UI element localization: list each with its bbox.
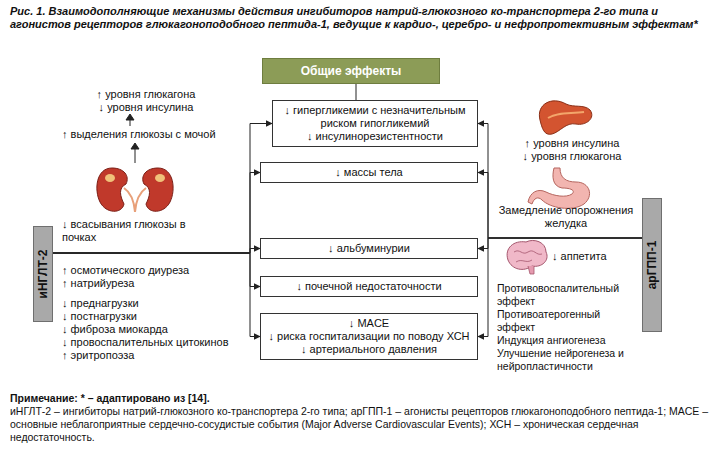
- effect-text: ↑ уровня инсулина: [512, 137, 632, 150]
- connector: [478, 238, 642, 337]
- node-text: иНГЛТ-2: [37, 250, 50, 299]
- effect-text: Противоатерогенный эффект: [497, 308, 637, 334]
- note-text: Примечание: * – адаптировано из [14].: [10, 392, 710, 405]
- connector: [478, 124, 642, 239]
- effect-text: Противовоспалительный эффект: [497, 282, 637, 308]
- effect-text: ↓ фиброза миокарда: [62, 323, 247, 336]
- connector: [53, 124, 272, 254]
- effect-box: ↓ альбуминурии: [260, 238, 478, 259]
- kidney-illustration: [97, 168, 173, 212]
- effect-text: ↓ уровня глюкагона: [512, 150, 632, 163]
- note-text: иНГЛТ-2 – ингибиторы натрий-глюкозного к…: [10, 405, 710, 444]
- connector: [478, 238, 642, 249]
- node-text: арГПП-1: [646, 241, 659, 290]
- node-text: ↓ риска госпитализации по поводу ХСН: [266, 330, 472, 343]
- effect-text: Улучшение нейрогенеза и нейропластичност…: [497, 347, 637, 373]
- effect-box: ↓ гипергликемии с незначительным риском …: [272, 100, 478, 147]
- header-box: Общие эффекты: [262, 58, 440, 84]
- node-text: ↓ массы тела: [266, 166, 472, 179]
- node-text: ↓ гипергликемии с незначительным риском …: [278, 104, 472, 130]
- figure-title: Рис. 1. Взаимодополняющие механизмы дейс…: [10, 5, 710, 31]
- effect-text: ↓ постнагрузки: [62, 310, 247, 323]
- node-text: ↓ артериального давления: [266, 343, 472, 356]
- brain-illustration: [507, 240, 547, 274]
- pancreas-illustration: [539, 101, 591, 134]
- effect-text: ↓ преднагрузки: [62, 297, 247, 310]
- effect-text: Замедление опорожнения желудка: [498, 204, 634, 230]
- drug-class-bar: иНГЛТ-2: [33, 226, 53, 322]
- node-text: ↓ инсулинорезистентности: [278, 130, 472, 143]
- node-text: Общие эффекты: [269, 63, 433, 79]
- effect-text: ↑ эритропоэза: [62, 349, 247, 362]
- effect-text: Индукция ангиогенеза: [497, 334, 637, 347]
- connector: [53, 173, 260, 254]
- effect-text: ↓ провоспалительных цитокинов: [62, 336, 247, 349]
- effect-box: ↓ MACE↓ риска госпитализации по поводу Х…: [260, 313, 478, 360]
- effect-text: ↑ уровня глюкагона: [86, 88, 206, 101]
- effect-text: ↓ всасывания глюкозы в почках: [62, 218, 202, 244]
- effect-text: ↓ аппетита: [552, 250, 632, 263]
- connector: [356, 84, 357, 100]
- effect-text: ↑ осмотического диуреза: [62, 264, 242, 277]
- effect-box: ↓ массы тела: [260, 162, 478, 183]
- effect-box: ↓ почечной недостаточности: [260, 276, 478, 297]
- drug-class-bar: арГПП-1: [642, 198, 662, 332]
- connector: [53, 249, 260, 254]
- effect-text: ↓ уровня инсулина: [86, 101, 206, 114]
- effect-text: ↑ выделения глюкозы с мочой: [62, 128, 242, 141]
- stomach-illustration: [528, 168, 590, 208]
- connector: [53, 253, 260, 337]
- node-text: ↓ альбуминурии: [266, 242, 472, 255]
- node-text: ↓ почечной недостаточности: [266, 280, 472, 293]
- effect-text: ↑ натрийуреза: [62, 277, 242, 290]
- node-text: ↓ MACE: [266, 317, 472, 330]
- connector: [478, 173, 642, 239]
